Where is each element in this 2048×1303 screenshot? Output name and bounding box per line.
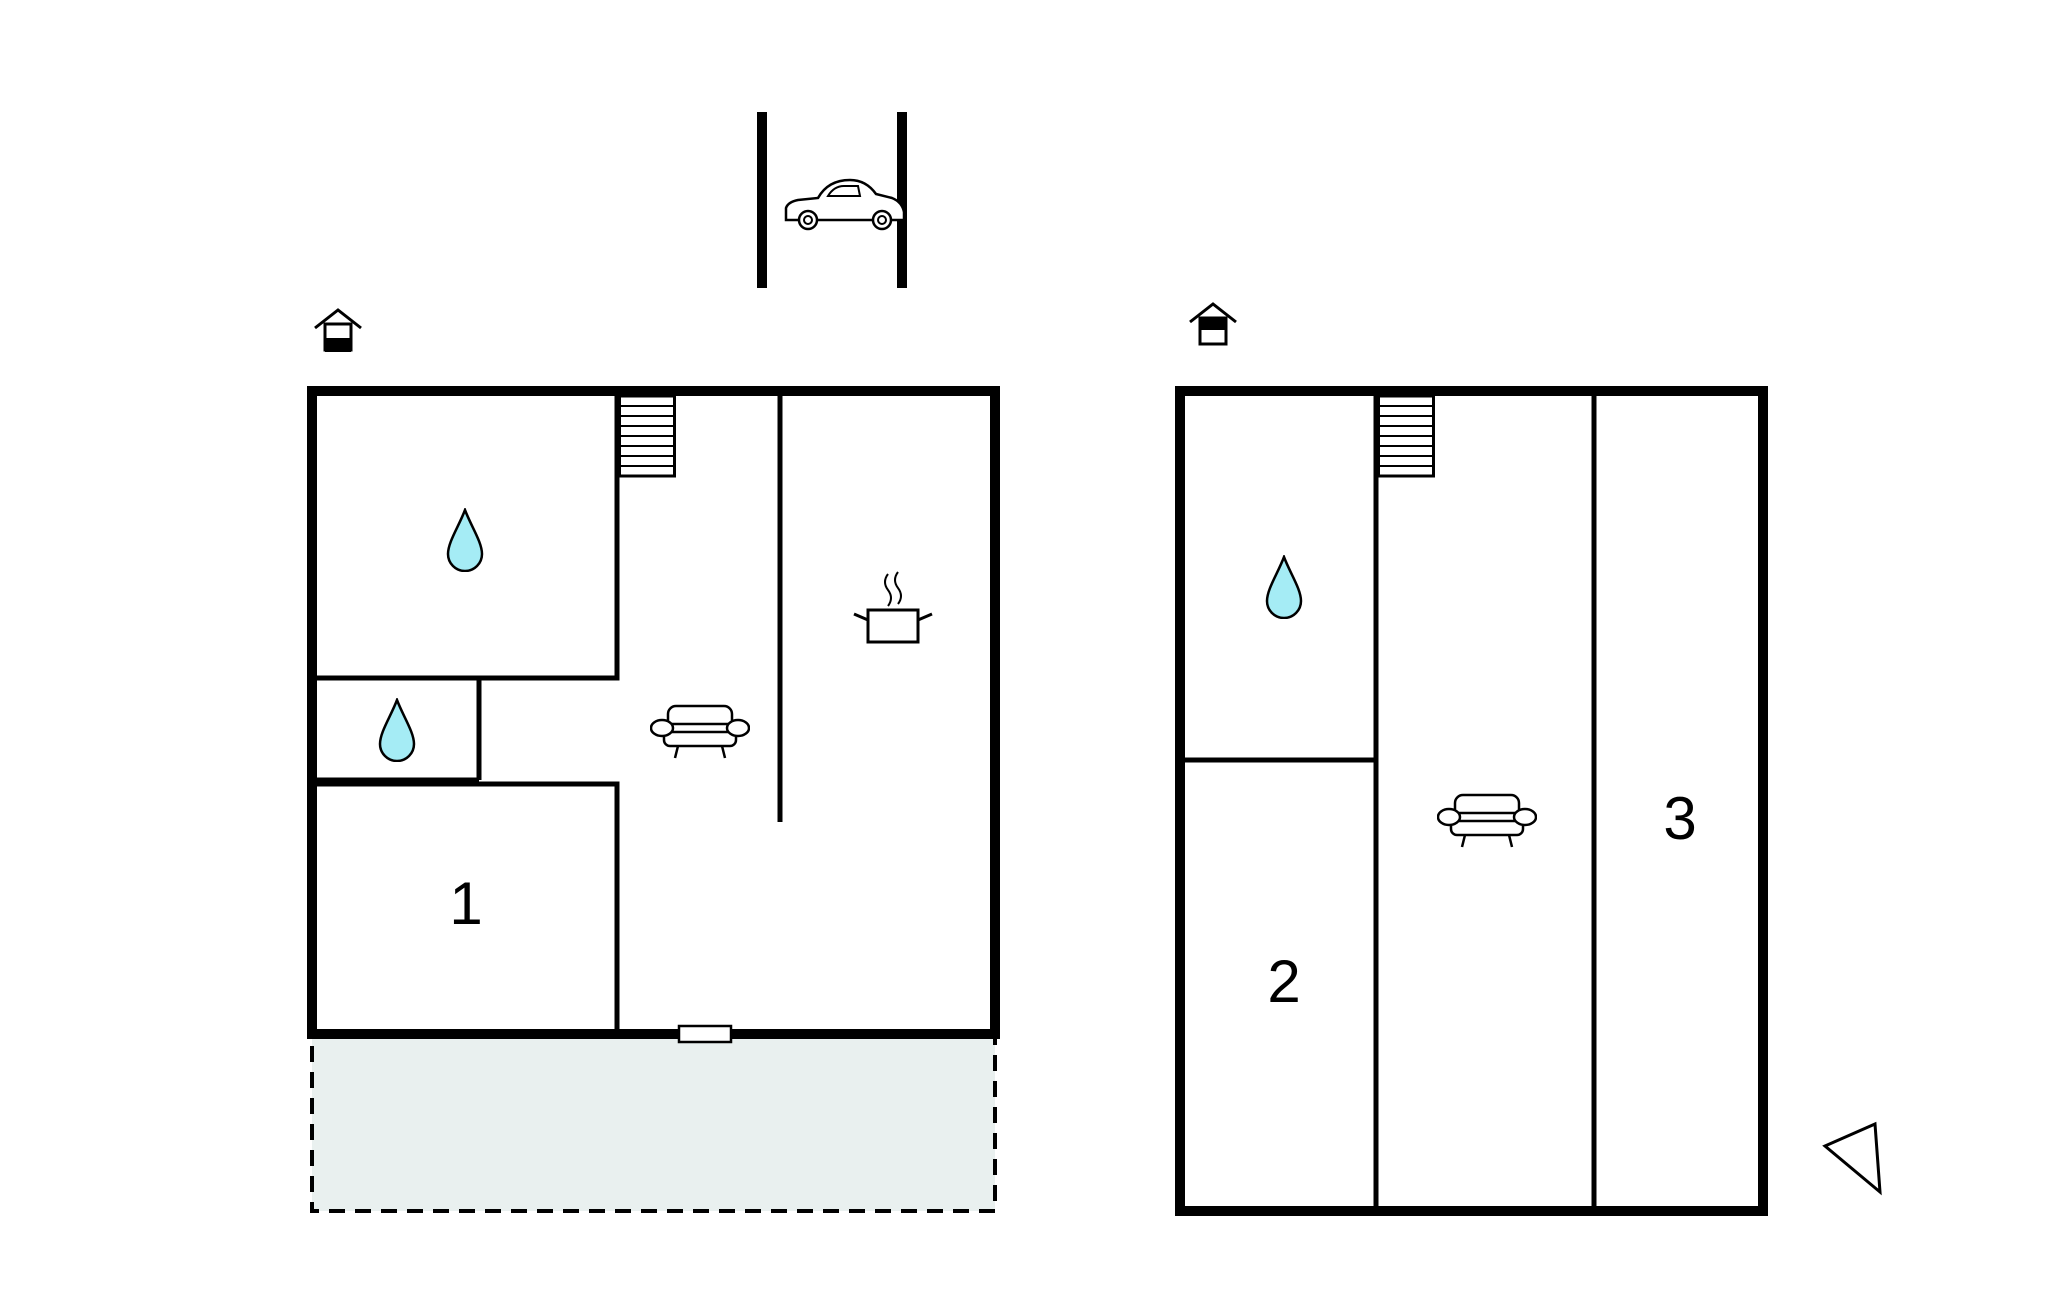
room-label-1: 1 bbox=[449, 870, 482, 937]
car-icon bbox=[784, 178, 906, 231]
door-icon bbox=[677, 1024, 733, 1044]
ground-floor: 1 bbox=[307, 308, 1000, 1213]
sofa-icon bbox=[650, 704, 750, 760]
upper-floor: 2 3 bbox=[1175, 302, 1768, 1216]
room-label-3: 3 bbox=[1663, 785, 1696, 852]
upper-floor-outer-wall bbox=[1175, 386, 1768, 1216]
staircase-icon bbox=[618, 396, 676, 478]
water-drop-icon bbox=[446, 508, 484, 572]
sofa-icon bbox=[1437, 793, 1537, 849]
cooking-pot-icon bbox=[853, 571, 933, 644]
water-drop-icon bbox=[1265, 555, 1303, 619]
upper-floor-icon bbox=[1188, 302, 1238, 346]
north-arrow-icon bbox=[1822, 1121, 1882, 1196]
room-label-2: 2 bbox=[1267, 948, 1300, 1015]
parking-icon bbox=[757, 112, 907, 288]
terrace bbox=[310, 1034, 997, 1213]
upper-floor-interior-walls bbox=[1185, 396, 1597, 1206]
water-drop-icon bbox=[378, 698, 416, 762]
ground-floor-interior-walls bbox=[317, 396, 783, 1029]
ground-floor-outer-wall bbox=[307, 386, 1000, 1039]
ground-floor-icon bbox=[313, 308, 363, 352]
staircase-icon bbox=[1377, 396, 1435, 478]
